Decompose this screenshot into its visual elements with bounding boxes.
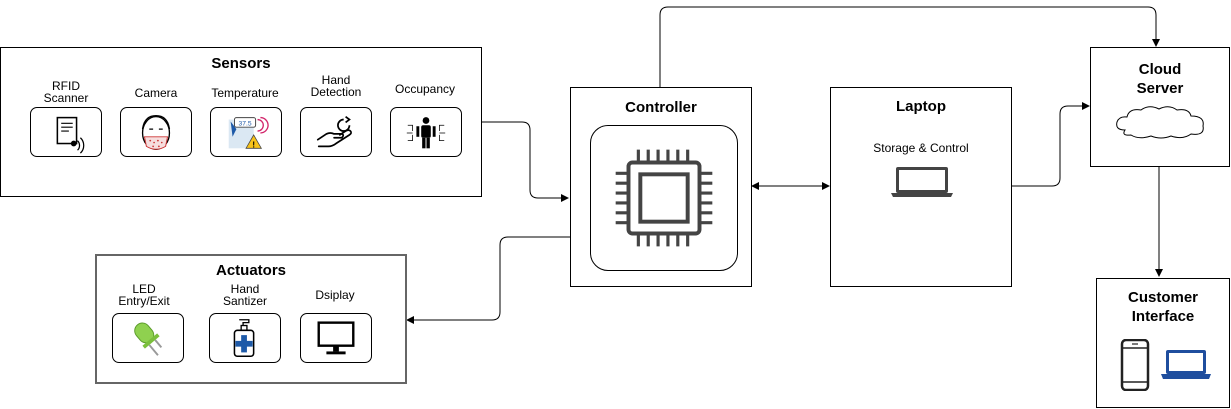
- sensors-title: Sensors: [211, 55, 271, 72]
- led-icon: [134, 322, 163, 356]
- rfid-scanner-icon: [56, 116, 85, 154]
- led-tile: [112, 313, 184, 363]
- sensor-label-hand-detection: Hand Detection: [310, 73, 362, 99]
- occupancy-icon: [406, 117, 446, 149]
- sensors-to-controller-arrow: [481, 121, 569, 202]
- sanitizer-icon: [233, 319, 255, 358]
- controller-title: Controller: [625, 99, 697, 116]
- laptop-node: Laptop Storage & Control: [830, 87, 1012, 287]
- monitor-icon: [317, 321, 355, 355]
- controller-to-actuators-arrow: [406, 236, 570, 324]
- sensor-label-rfid: RFID Scanner: [43, 79, 89, 105]
- sanitizer-tile: [209, 313, 281, 363]
- hand-detection-tile: [300, 107, 372, 157]
- rfid-scanner-tile: [30, 107, 102, 157]
- hand-detection-icon: [316, 115, 353, 148]
- sensor-label-camera: Camera: [134, 86, 178, 100]
- occupancy-tile: [390, 107, 462, 157]
- controller-to-cloud-arrow: [659, 6, 1160, 87]
- cloud-server-title: Cloud Server: [1136, 61, 1184, 97]
- actuator-label-sanitizer: Hand Santizer: [222, 282, 268, 308]
- laptop-to-cloud-arrow: [1012, 102, 1090, 187]
- laptop-icon: [1161, 350, 1211, 379]
- thermometer-icon: 37.5 !: [228, 116, 269, 149]
- temperature-tile: 37.5 !: [210, 107, 282, 157]
- sensor-label-occupancy: Occupancy: [394, 82, 456, 96]
- customer-interface-title: Customer Interface: [1127, 289, 1198, 325]
- customer-interface-node: Customer Interface: [1096, 278, 1230, 408]
- laptop-subtitle: Storage & Control: [873, 141, 969, 155]
- sensor-label-temperature: Temperature: [211, 86, 279, 100]
- actuator-label-display: Dsiplay: [315, 288, 355, 302]
- svg-text:37.5: 37.5: [239, 120, 252, 127]
- controller-chip-tile: [590, 125, 738, 271]
- camera-tile: [120, 107, 192, 157]
- laptop-icon: [891, 167, 953, 197]
- laptop-title: Laptop: [896, 98, 946, 115]
- chip-icon: [615, 149, 713, 247]
- svg-text:!: !: [252, 139, 255, 149]
- phone-icon: [1120, 339, 1150, 391]
- cloud-icon: [1116, 106, 1204, 139]
- cloud-server-node: Cloud Server: [1090, 47, 1230, 167]
- actuators-title: Actuators: [215, 262, 286, 279]
- face-mask-icon: [141, 115, 171, 150]
- actuator-label-led: LED Entry/Exit: [118, 282, 170, 308]
- display-tile: [300, 313, 372, 363]
